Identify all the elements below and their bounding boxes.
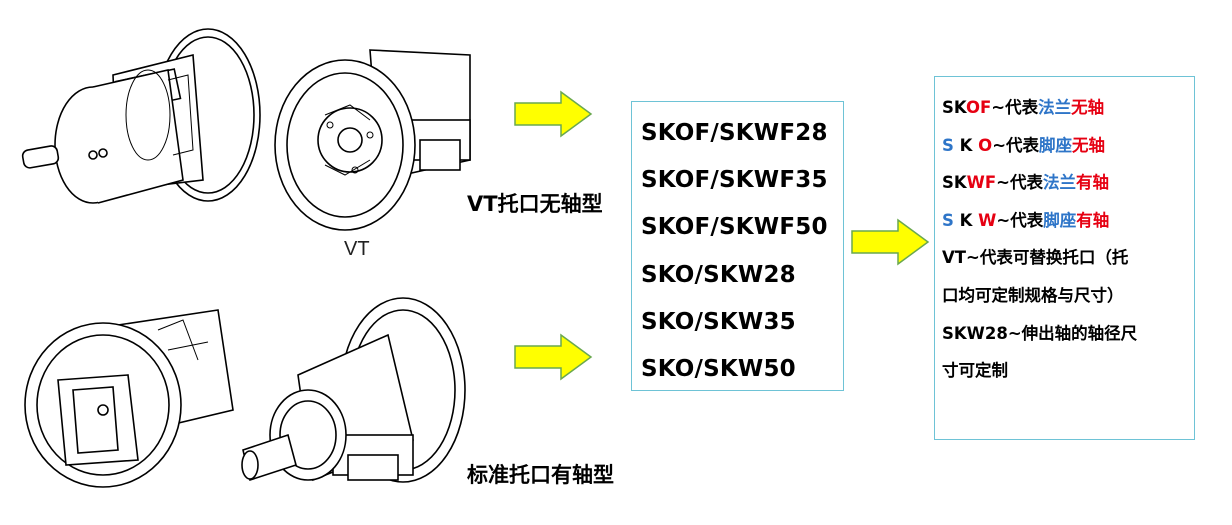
- type-label-with-shaft: 标准托口有轴型: [467, 463, 614, 487]
- legend-segment: ~代表: [996, 173, 1043, 193]
- model-item: SKO/SKW35: [641, 308, 796, 335]
- model-item: SKO/SKW50: [641, 356, 796, 383]
- legend-line: S K O~代表脚座无轴: [942, 127, 1190, 165]
- legend-line: SKW28~伸出轴的轴径尺: [942, 315, 1190, 353]
- legend-segment: 口均可定制规格与尺寸）: [942, 285, 1124, 305]
- legend-segment: S: [942, 210, 960, 230]
- legend-segment: 有轴: [1076, 210, 1110, 230]
- product-image-std-foot: [238, 295, 473, 510]
- legend-segment: 脚座: [1039, 135, 1073, 155]
- legend-segment: 脚座: [1043, 210, 1077, 230]
- arrow-right-icon: [850, 218, 930, 266]
- legend-segment: ~代表: [992, 135, 1040, 155]
- legend-segment: K: [959, 210, 979, 230]
- legend-segment: 无轴: [1072, 135, 1106, 155]
- legend-segment: 无轴: [1071, 98, 1105, 117]
- legend-segment: 寸可定制: [942, 361, 1008, 381]
- model-item: SKOF/SKWF28: [641, 120, 828, 146]
- product-image-std-flange: [18, 290, 248, 500]
- legend-line: 寸可定制: [942, 352, 1190, 390]
- model-list: SKOF/SKWF28 SKOF/SKWF35 SKOF/SKWF50 SKO/…: [632, 102, 843, 393]
- legend-line: SKWF~代表法兰有轴: [942, 164, 1190, 202]
- legend-segment: SK: [942, 98, 966, 117]
- arrow-right-icon: [513, 90, 593, 138]
- legend-segment: K: [959, 135, 979, 155]
- legend-segment: S: [942, 135, 960, 155]
- legend-line: 口均可定制规格与尺寸）: [942, 277, 1190, 315]
- vt-caption: VT: [344, 238, 370, 260]
- legend-segment: ~代表: [996, 210, 1044, 230]
- legend-segment: SK: [942, 173, 967, 193]
- model-item: SKO/SKW28: [641, 261, 796, 288]
- legend-segment: W: [978, 210, 997, 230]
- legend-segment: 法兰: [1042, 173, 1076, 193]
- legend-segment: 法兰: [1038, 98, 1072, 117]
- legend-line: SKOF~代表法兰无轴: [942, 89, 1190, 127]
- legend-segment: OF: [965, 98, 992, 117]
- type-label-no-shaft: VT托口无轴型: [467, 192, 603, 216]
- legend-segment: SKW28~伸出轴的轴径尺: [942, 323, 1138, 343]
- legend-line: S K W~代表脚座有轴: [942, 202, 1190, 240]
- product-image-vt-foot: [270, 30, 480, 235]
- legend-segment: VT~代表可替换托口（托: [942, 248, 1129, 268]
- product-image-vt-flange: [18, 20, 268, 225]
- legend-segment: WF: [966, 173, 997, 193]
- legend-segment: 有轴: [1075, 173, 1109, 193]
- model-item: SKOF/SKWF35: [641, 167, 828, 194]
- legend-line: VT~代表可替换托口（托: [942, 239, 1190, 277]
- legend-segment: ~代表: [991, 98, 1039, 117]
- legend-segment: O: [978, 135, 993, 155]
- model-item: SKOF/SKWF50: [641, 214, 828, 241]
- model-list-box: SKOF/SKWF28 SKOF/SKWF35 SKOF/SKWF50 SKO/…: [631, 101, 844, 391]
- arrow-right-icon: [513, 333, 593, 381]
